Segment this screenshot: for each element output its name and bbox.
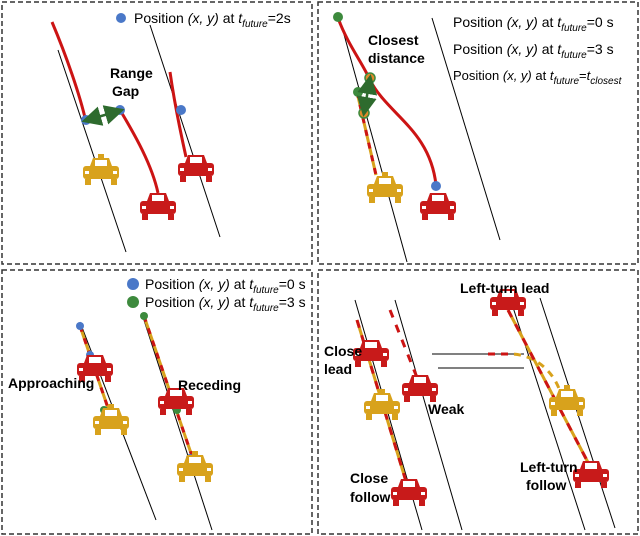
lane-line	[431, 17, 501, 241]
close-follow-label-1: Close	[350, 470, 388, 486]
distance-label: distance	[368, 50, 425, 66]
panel-3-legend-1: Position (x, y) at tfuture=0 s	[145, 276, 306, 296]
trajectory-path	[506, 309, 594, 471]
car-icon	[140, 193, 176, 220]
trajectory-path	[506, 309, 594, 471]
trajectory-path	[118, 109, 160, 194]
car-icon	[178, 155, 214, 182]
position-dot-icon	[176, 105, 186, 115]
car-icon	[573, 461, 609, 488]
position-dot-icon	[333, 12, 343, 22]
trajectory-path	[388, 309, 422, 386]
range-label: Range	[110, 65, 153, 81]
gap-label: Gap	[112, 83, 139, 99]
left-turn-follow-label-1: Left-turn	[520, 459, 578, 475]
position-dot-icon	[127, 296, 139, 308]
receding-label: Receding	[178, 377, 241, 393]
left-turn-lead-label: Left-turn lead	[460, 280, 549, 296]
left-turn-follow-label-2: follow	[526, 477, 567, 493]
panel-2-legend-3: Position (x, y) at tfuture=tclosest	[453, 68, 623, 87]
position-dot-icon	[358, 107, 370, 119]
position-dot-icon	[431, 181, 441, 191]
close-lead-label-1: Close	[324, 343, 362, 359]
panel-1-legend: Position (x, y) at tfuture=2s	[134, 10, 291, 30]
lane-line	[339, 19, 408, 263]
position-dot-icon	[364, 72, 376, 84]
trajectory-path	[168, 71, 188, 158]
position-dot-icon	[81, 115, 91, 125]
trajectory-path	[488, 352, 564, 399]
trajectory-path	[50, 21, 88, 123]
car-icon	[367, 172, 403, 203]
car-icon	[364, 389, 400, 420]
car-icon	[420, 193, 456, 220]
panel-2-legend-2: Position (x, y) at tfuture=3 s	[453, 41, 614, 61]
close-follow-label-2: follow	[350, 489, 391, 505]
position-dot-icon	[353, 87, 363, 97]
panel-3-border	[1, 269, 313, 535]
panel-1: Position (x, y) at tfuture=2s Range Gap	[50, 10, 291, 253]
lane-line	[149, 24, 221, 238]
position-dot-icon	[76, 322, 84, 330]
weak-label: Weak	[428, 401, 465, 417]
panel-2-border	[317, 1, 639, 265]
lane-line	[394, 299, 463, 531]
panel-4: Left-turn lead Close lead Weak Left-turn…	[324, 280, 616, 531]
car-icon	[549, 385, 585, 416]
position-dot-icon	[127, 278, 139, 290]
panel-4-border	[317, 269, 639, 535]
panel-3-legend-2: Position (x, y) at tfuture=3 s	[145, 294, 306, 314]
lane-line	[141, 313, 213, 531]
position-dot-icon	[115, 105, 125, 115]
car-icon	[83, 154, 119, 185]
closest-label: Closest	[368, 32, 419, 48]
car-icon	[93, 404, 129, 435]
panel-3: Position (x, y) at tfuture=0 s Position …	[8, 276, 306, 531]
panel-2-legend-1: Position (x, y) at tfuture=0 s	[453, 14, 614, 34]
car-icon	[402, 375, 438, 402]
approaching-label: Approaching	[8, 375, 94, 391]
double-arrow-icon	[356, 74, 378, 117]
car-icon	[391, 479, 427, 506]
panel-2: Closest distance Position (x, y) at tfut…	[333, 12, 623, 263]
close-lead-label-2: lead	[324, 361, 352, 377]
position-dot-icon	[140, 312, 148, 320]
double-arrow-icon	[81, 105, 125, 126]
panel-1-border	[1, 1, 313, 265]
lane-line	[57, 49, 127, 253]
position-dot-icon	[116, 13, 126, 23]
